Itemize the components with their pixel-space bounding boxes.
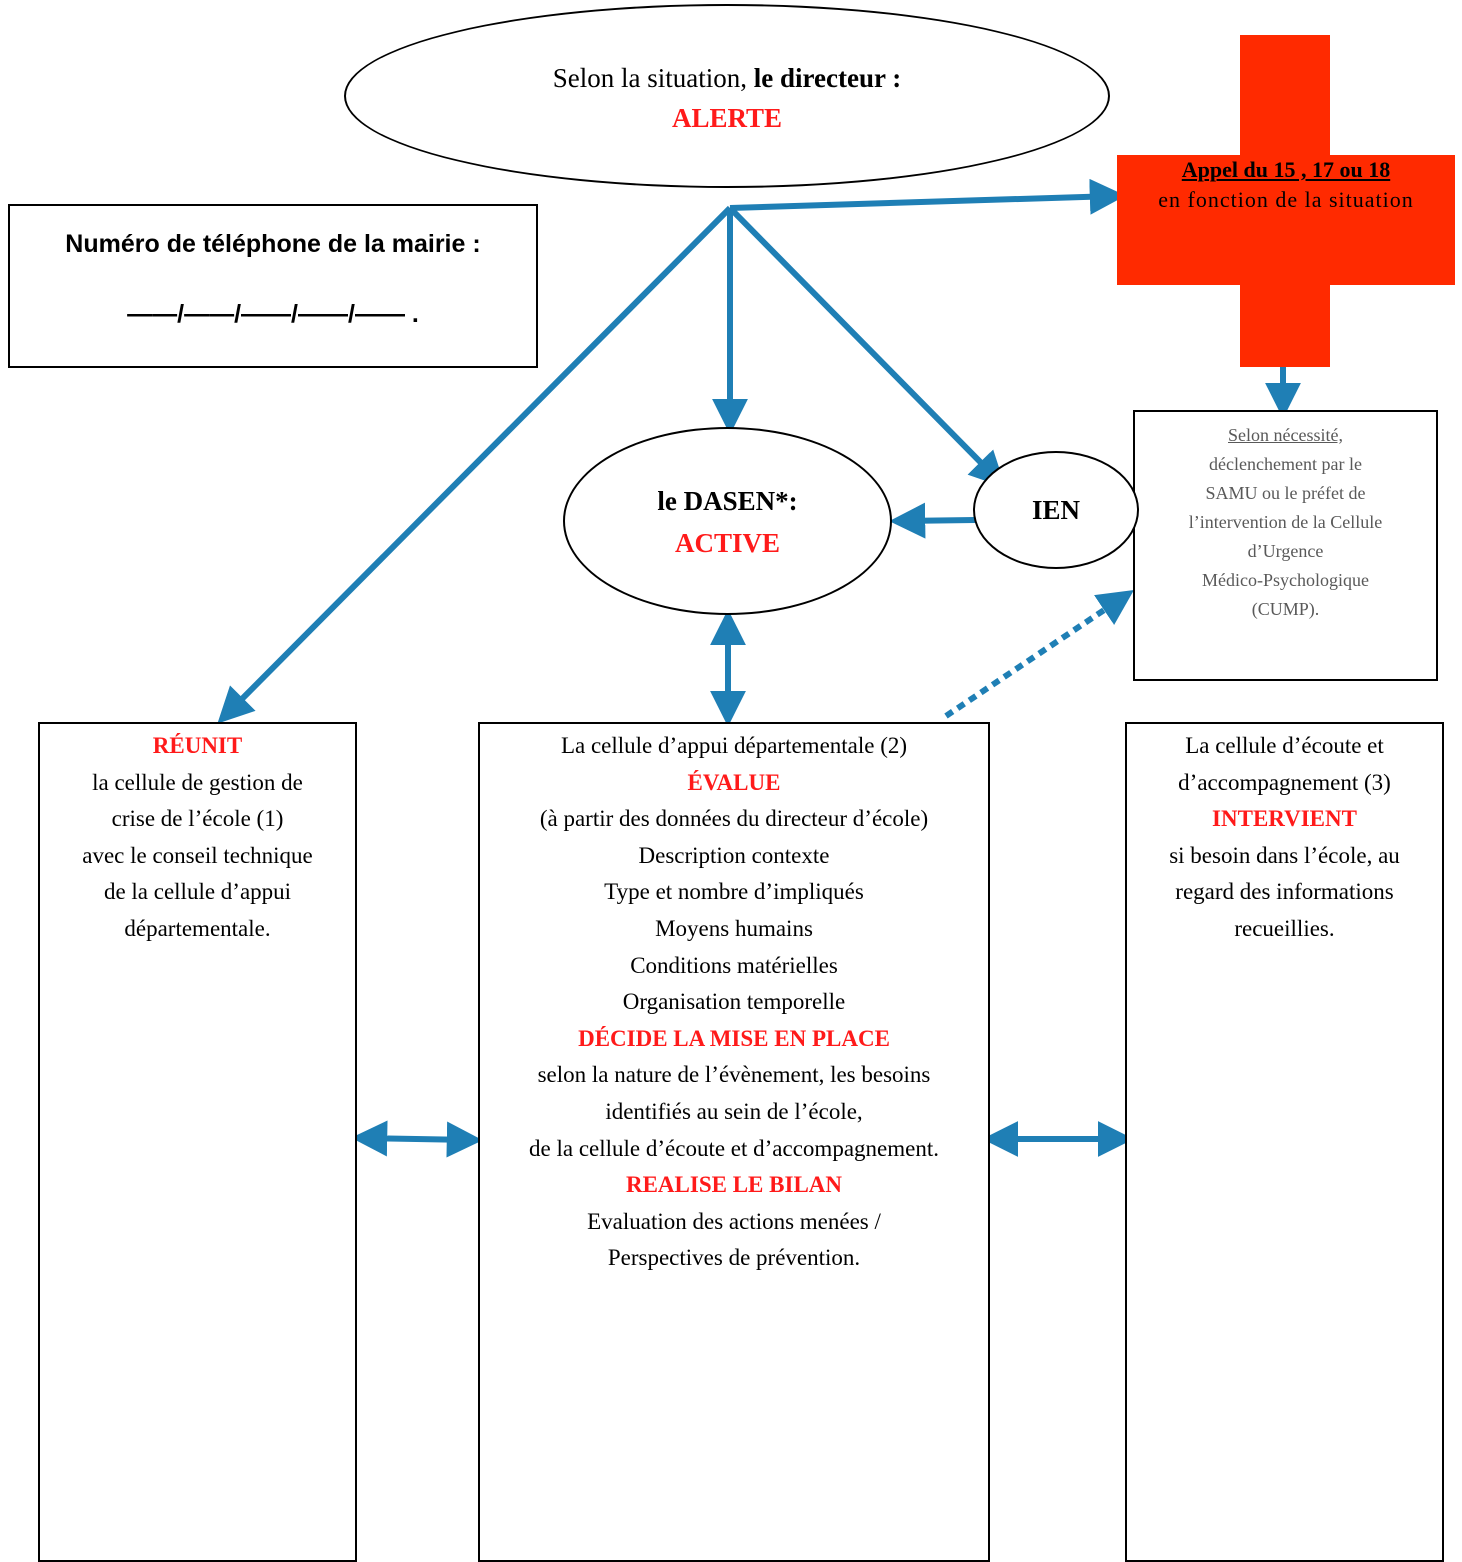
appui-title: La cellule d’appui départementale (2) [560,733,908,758]
cump-line: Médico-Psychologique [1202,570,1369,590]
mairie-label: Numéro de téléphone de la mairie : [65,230,481,258]
directeur-action: ALERTE [671,103,783,133]
arrow-to-urgence [729,178,1126,215]
ecoute-box: La cellule d’écoute et d’accompagnement … [1125,722,1444,1562]
ien-ellipse: IEN [973,451,1139,569]
ecoute-line: recueillies. [1234,915,1335,941]
arrow-to-ien [727,205,1006,488]
cump-line: déclenchement par le [1209,454,1362,474]
mairie-phone-blank: ——/——/——/——/—— . [127,300,419,328]
appui-line: Moyens humains [655,915,813,941]
urgence-call-text: Appel du 15 , 17 ou 18 en fonction de la… [1117,155,1455,215]
ecoute-line: regard des informations [1175,879,1394,905]
ecoute-action: INTERVIENT [1212,806,1357,832]
arrow-ien-to-dasen [889,502,976,539]
red-cross-icon [1117,35,1455,367]
reunit-line: départementale. [124,915,271,941]
reunit-line: de la cellule d’appui [103,879,292,905]
appui-line: Description contexte [638,842,830,868]
directeur-text: Selon la situation, le directeur : [553,56,901,100]
ecoute-title: d’accompagnement (3) [1178,769,1391,795]
cump-box: Selon nécessité, déclenchement par le SA… [1133,410,1438,681]
appui-box: La cellule d’appui départementale (2) ÉV… [478,722,990,1562]
directeur-intro: Selon la situation, [552,63,754,93]
reunit-box: RÉUNIT la cellule de gestion de crise de… [38,722,357,1562]
appui-line: Type et nombre d’impliqués [604,879,864,905]
appui-line: Evaluation des actions menées / [587,1208,881,1234]
appui-action-bilan: REALISE LE BILAN [625,1172,843,1198]
cump-line: l’intervention de la Cellule [1188,512,1383,532]
appui-line: de la cellule d’écoute et d’accompagneme… [529,1135,939,1161]
appui-line: Organisation temporelle [622,989,846,1015]
dotted-arrow-appui-cump [944,589,1134,719]
reunit-line: la cellule de gestion de [92,769,303,795]
directeur-ellipse: Selon la situation, le directeur : ALERT… [344,4,1110,188]
ien-label: IEN [1031,494,1080,525]
arrow-to-reunit [217,205,733,724]
reunit-action: RÉUNIT [152,733,243,758]
cump-line: d’Urgence [1247,541,1324,561]
cump-line: SAMU ou le préfet de [1205,483,1366,503]
appui-line: (à partir des données du directeur d’éco… [539,806,929,832]
dasen-action: ACTIVE [674,528,781,558]
urgence-call: Appel du 15 , 17 ou 18 [1181,157,1391,182]
cump-line: Selon nécessité, [1228,425,1343,445]
arrow-reunit-appui [351,1120,483,1158]
dasen-role: le DASEN*: [657,486,798,516]
appui-line: selon la nature de l’évènement, les beso… [537,1062,931,1088]
reunit-line: avec le conseil technique [82,842,313,868]
appui-line: Conditions matérielles [630,952,838,978]
ecoute-title: La cellule d’écoute et [1185,733,1384,758]
appui-action-evalue: ÉVALUE [687,769,781,795]
appui-line: Perspectives de prévention. [607,1245,861,1271]
ecoute-line: si besoin dans l’école, au [1169,842,1400,868]
directeur-role: le directeur : [753,63,902,93]
appui-action-decide: DÉCIDE LA MISE EN PLACE [578,1025,890,1051]
mairie-phone-box: Numéro de téléphone de la mairie : ——/——… [8,204,538,368]
urgence-subtitle: en fonction de la situation [1158,187,1414,212]
dasen-ellipse: le DASEN*: ACTIVE [563,427,892,615]
appui-line: identifiés au sein de l’école, [605,1098,863,1124]
cump-line: (CUMP). [1251,599,1320,619]
reunit-line: crise de l’école (1) [111,806,284,832]
